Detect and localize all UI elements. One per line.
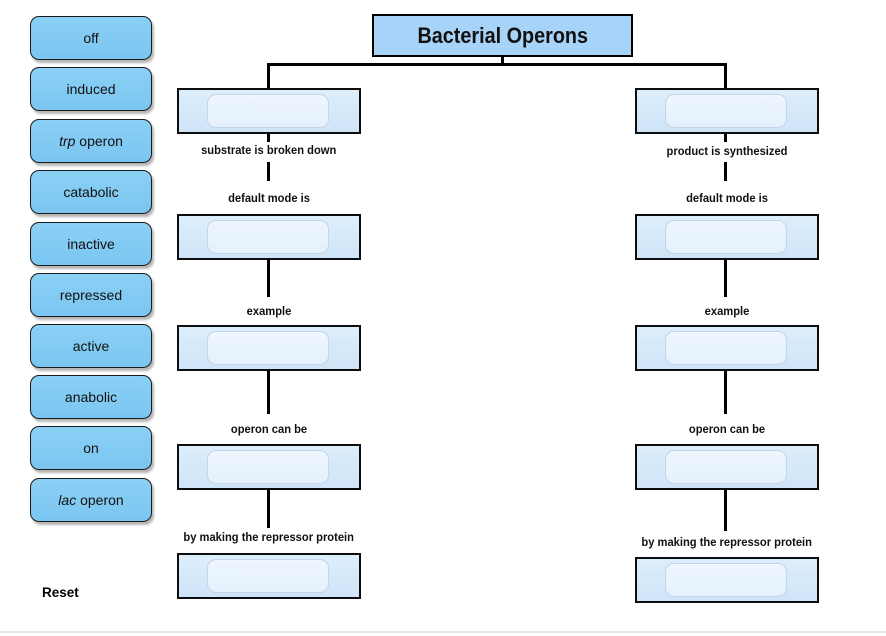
- connector-line: [267, 489, 270, 528]
- word-tile-active[interactable]: active: [30, 324, 152, 368]
- word-tile-catabolic[interactable]: catabolic: [30, 170, 152, 214]
- word-tile-inactive[interactable]: inactive: [30, 222, 152, 266]
- drop-slot-right-1[interactable]: [635, 88, 819, 134]
- connector-line: [267, 162, 270, 181]
- edge-label: operon can be: [688, 422, 766, 436]
- word-tile-on[interactable]: on: [30, 426, 152, 470]
- drop-slot-right-4[interactable]: [635, 444, 819, 490]
- tile-label: inactive: [67, 236, 115, 252]
- connector-line: [724, 133, 727, 142]
- edge-label: default mode is: [228, 191, 310, 205]
- edge-label: substrate is broken down: [201, 143, 337, 157]
- drop-slot-inner: [665, 563, 787, 597]
- edge-label: operon can be: [230, 422, 308, 436]
- tile-italic: lac: [58, 492, 77, 508]
- word-tile-trp-operon[interactable]: trp operon: [30, 119, 152, 163]
- word-tile-off[interactable]: off: [30, 16, 152, 60]
- drop-slot-inner: [665, 331, 787, 365]
- word-tile-induced[interactable]: induced: [30, 67, 152, 111]
- word-tile-repressed[interactable]: repressed: [30, 273, 152, 317]
- connector-line: [267, 63, 727, 66]
- drop-slot-inner: [665, 220, 787, 254]
- connector-line: [724, 259, 727, 297]
- drop-slot-left-3[interactable]: [177, 325, 361, 371]
- tile-label: anabolic: [64, 389, 118, 405]
- tile-label: repressed: [59, 287, 123, 303]
- tile-label: on: [83, 440, 99, 456]
- drop-slot-left-5[interactable]: [177, 553, 361, 599]
- edge-label: example: [246, 304, 292, 318]
- tile-italic: trp: [59, 133, 76, 149]
- edge-label: product is synthesized: [666, 144, 788, 158]
- diagram-title-box: Bacterial Operons: [372, 14, 633, 57]
- bottom-divider: [0, 631, 886, 633]
- drop-slot-left-4[interactable]: [177, 444, 361, 490]
- drop-slot-inner: [665, 94, 787, 128]
- tile-label: operon: [76, 492, 124, 508]
- tile-label: off: [83, 30, 99, 46]
- connector-line: [724, 489, 727, 531]
- edge-label: by making the repressor protein: [183, 530, 355, 544]
- drop-slot-right-5[interactable]: [635, 557, 819, 603]
- connector-line: [724, 63, 727, 89]
- drop-slot-inner: [207, 220, 329, 254]
- drop-slot-left-1[interactable]: [177, 88, 361, 134]
- edge-label: by making the repressor protein: [641, 535, 813, 549]
- drop-slot-inner: [207, 450, 329, 484]
- connector-line: [267, 370, 270, 414]
- drop-slot-inner: [207, 94, 329, 128]
- drop-slot-inner: [665, 450, 787, 484]
- drop-slot-left-2[interactable]: [177, 214, 361, 260]
- connector-line: [267, 133, 270, 142]
- connector-line: [501, 55, 504, 65]
- tile-label: operon: [75, 133, 123, 149]
- word-tile-anabolic[interactable]: anabolic: [30, 375, 152, 419]
- drop-slot-inner: [207, 559, 329, 593]
- drop-slot-right-3[interactable]: [635, 325, 819, 371]
- reset-button[interactable]: Reset: [42, 585, 79, 600]
- diagram-title: Bacterial Operons: [417, 22, 588, 48]
- word-tile-lac-operon[interactable]: lac operon: [30, 478, 152, 522]
- tile-label: catabolic: [63, 184, 119, 200]
- edge-label: default mode is: [686, 191, 768, 205]
- drop-slot-inner: [207, 331, 329, 365]
- edge-label: example: [704, 304, 750, 318]
- connector-line: [267, 259, 270, 297]
- tile-label: active: [72, 338, 110, 354]
- drop-slot-right-2[interactable]: [635, 214, 819, 260]
- tile-label: induced: [66, 81, 116, 97]
- connector-line: [267, 63, 270, 89]
- connector-line: [724, 162, 727, 181]
- connector-line: [724, 370, 727, 414]
